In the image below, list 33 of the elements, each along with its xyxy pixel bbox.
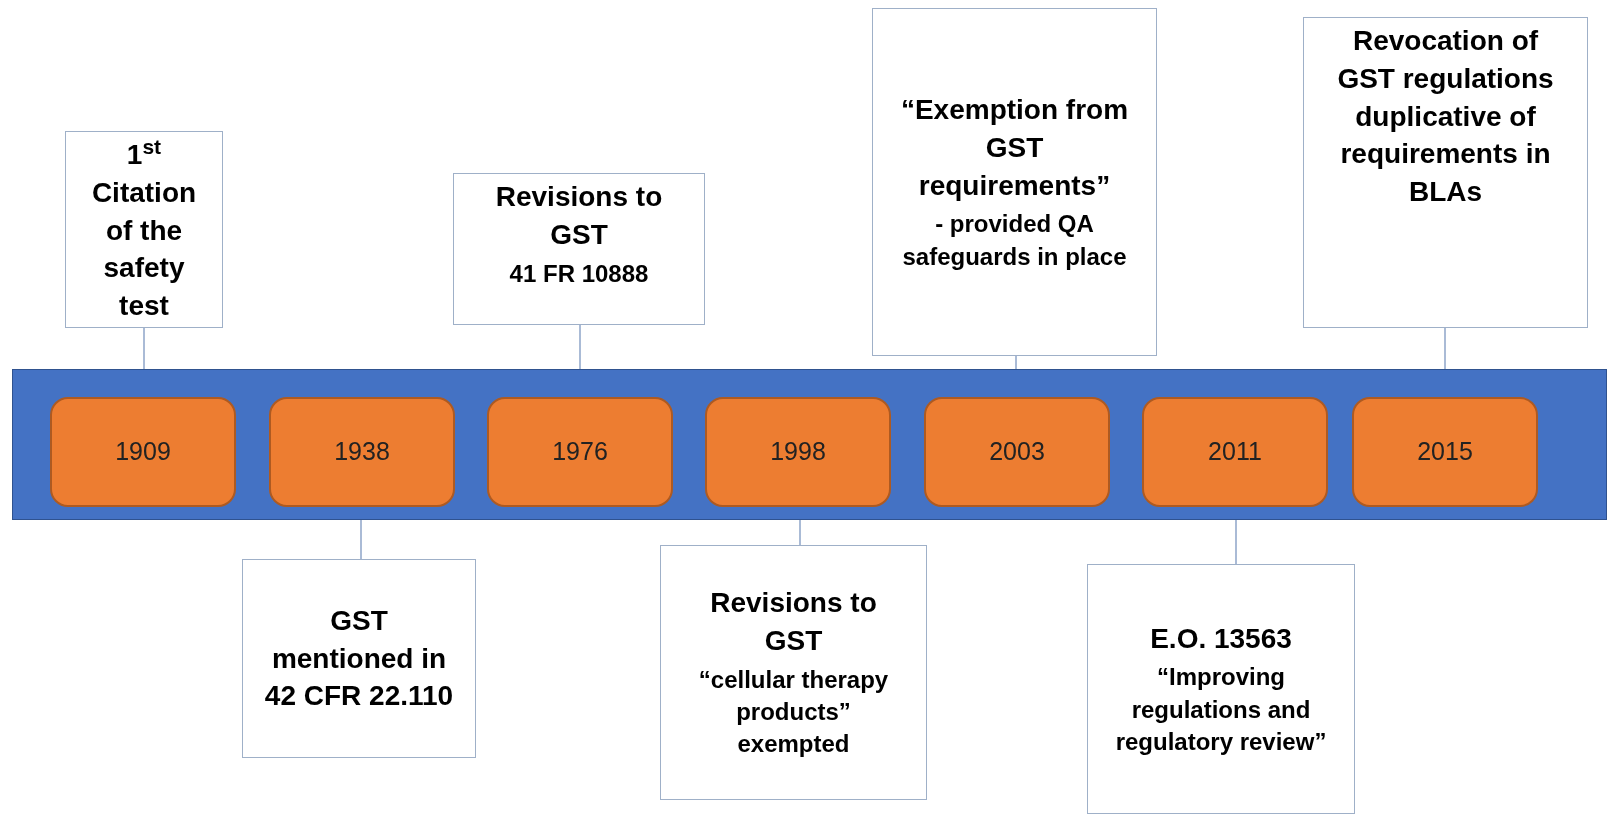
year-box: 2015: [1352, 397, 1538, 507]
callout-text: 41 FR 10888: [509, 258, 649, 289]
callout-text: Revisions to GST: [494, 180, 664, 252]
connector-line: [579, 324, 581, 370]
callout-box: [1303, 17, 1588, 328]
year-box: 2003: [924, 397, 1110, 507]
connector-line: [1015, 355, 1017, 370]
callout-text: 1$^{st}$ Citation of the safety test: [90, 136, 198, 324]
callout-text: Revocation of GST regulations duplicative of requirements in BLAs: [1336, 24, 1555, 210]
callout-box: [1087, 564, 1355, 814]
callout-text: “cellular therapy products” exempted: [697, 664, 890, 760]
callout-text: GST mentioned in 42 CFR 22.110: [263, 603, 455, 714]
callout-text: E.O. 13563: [1150, 621, 1292, 656]
connector-line: [360, 519, 362, 560]
year-box: 2011: [1142, 397, 1328, 507]
year-box: 1909: [50, 397, 236, 507]
callout-text: Revisions to GST: [709, 586, 878, 658]
connector-line: [1444, 327, 1446, 370]
year-box: 1938: [269, 397, 455, 507]
connector-line: [1235, 519, 1237, 565]
connector-line: [799, 519, 801, 546]
callout-box: [660, 545, 927, 800]
callout-box: [242, 559, 476, 758]
year-box: 1976: [487, 397, 673, 507]
callout-box: [453, 173, 705, 325]
callout-text: “Improving regulations and regulatory review”: [1114, 662, 1328, 758]
callout-text: “Exemption from GST requirements”: [899, 92, 1130, 203]
timeline-band: [12, 369, 1607, 520]
year-box: 1998: [705, 397, 891, 507]
callout-text: - provided QA safeguards in place: [901, 209, 1128, 272]
callout-box: [65, 131, 223, 328]
connector-line: [143, 327, 145, 370]
callout-box: [872, 8, 1157, 356]
